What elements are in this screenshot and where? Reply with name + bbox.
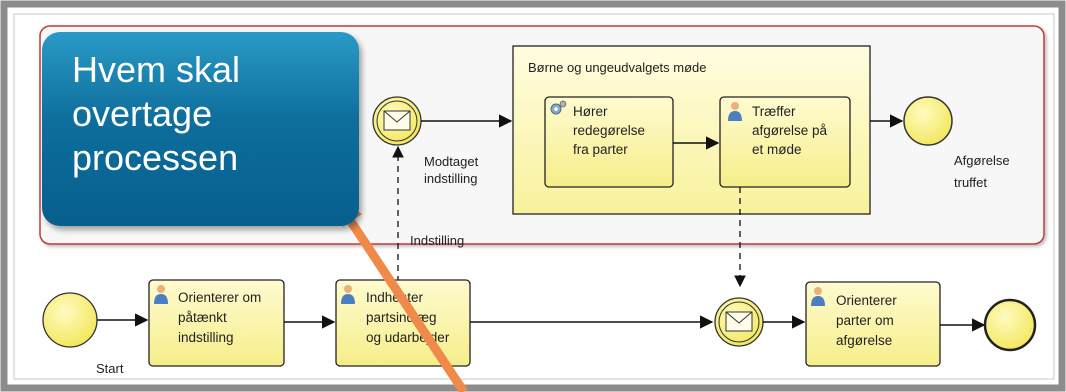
envelope-icon — [725, 311, 753, 332]
orient-paataenkt-line-3: indstilling — [178, 330, 234, 345]
task-hoerer: Hører redegørelse fra parter — [544, 96, 674, 188]
orient-parter-line-1: Orienterer — [836, 293, 897, 308]
task-orient-parter: Orienterer parter om afgørelse — [805, 281, 941, 367]
user-icon — [341, 285, 355, 304]
callout-box: Hvem skal overtage processen — [42, 32, 359, 226]
indhenter-line-3: og udarbejder — [366, 330, 450, 345]
task-traeffer: Træffer afgørelse på et møde — [719, 96, 851, 188]
task-orient-paataenkt: Orienterer om påtænkt indstilling — [148, 279, 285, 367]
envelope-icon — [383, 110, 411, 131]
hoerer-line-2: redegørelse — [573, 123, 645, 138]
hoerer-line-1: Hører — [573, 104, 608, 119]
afgoerelse-label-2: truffet — [954, 175, 987, 190]
subprocess-title: Børne og ungeudvalgets møde — [528, 60, 707, 75]
user-icon — [811, 287, 825, 306]
start-label: Start — [96, 361, 124, 376]
user-icon — [728, 102, 742, 121]
modtaget-label-2: indstilling — [424, 171, 477, 186]
user-icon — [154, 285, 168, 304]
indhenter-line-2: partsindlæg — [366, 310, 437, 325]
start-event — [42, 292, 98, 348]
callout-line-1: Hvem skal — [72, 49, 241, 90]
orient-paataenkt-line-2: påtænkt — [178, 310, 227, 325]
end-event-bottom — [983, 298, 1037, 352]
message-event-modtaget — [372, 96, 422, 146]
orient-parter-line-2: parter om — [836, 313, 894, 328]
orient-parter-line-3: afgørelse — [836, 333, 892, 348]
indstilling-label: Indstilling — [410, 233, 464, 248]
message-event-afgoerelse — [714, 297, 764, 347]
afgoerelse-label-1: Afgørelse — [954, 153, 1010, 168]
hoerer-line-3: fra parter — [573, 142, 628, 157]
modtaget-label-1: Modtaget — [424, 154, 479, 169]
service-gear-icon — [550, 100, 567, 115]
traeffer-line-3: et møde — [752, 142, 802, 157]
orient-paataenkt-line-1: Orienterer om — [178, 290, 261, 305]
callout-line-2: overtage — [72, 93, 213, 134]
traeffer-line-2: afgørelse på — [752, 123, 828, 138]
end-event-afgoerelse — [903, 96, 953, 146]
traeffer-line-1: Træffer — [752, 104, 796, 119]
callout-line-3: processen — [72, 137, 239, 178]
